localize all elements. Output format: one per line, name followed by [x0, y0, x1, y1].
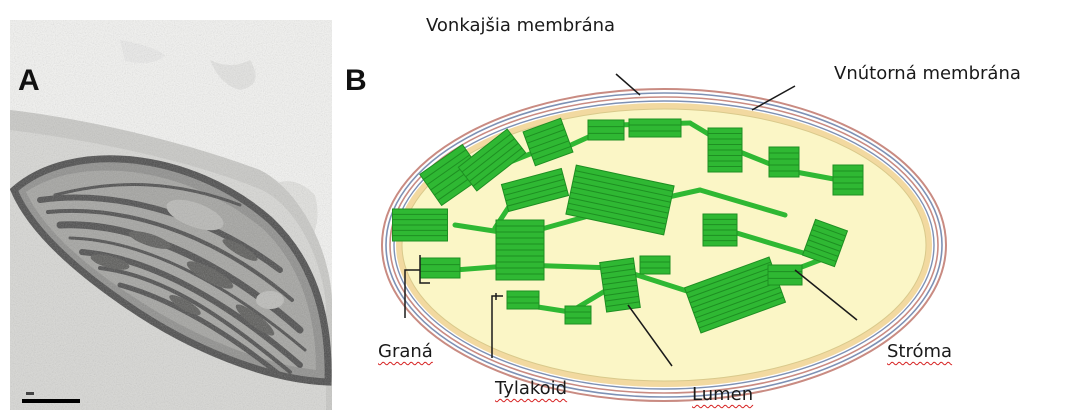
granum [629, 119, 681, 137]
granum [640, 256, 670, 274]
thylakoid-label: Tylakoid [495, 380, 567, 398]
granum-stack [588, 120, 624, 140]
granum-stack [708, 128, 742, 172]
stroma-label: Stróma [887, 343, 952, 361]
granum-stack [640, 256, 670, 274]
granum [833, 165, 863, 195]
granum [768, 265, 802, 285]
granum-stack [496, 220, 544, 280]
granum-stack [629, 119, 681, 137]
panel-label-b: B [345, 66, 367, 96]
granum [507, 291, 539, 309]
granum-stack [833, 165, 863, 195]
granum-stack [565, 306, 591, 324]
granum-stack [420, 258, 460, 278]
granum [588, 120, 624, 140]
granum-stack [393, 209, 448, 241]
granum [565, 306, 591, 324]
granum-stack [507, 291, 539, 309]
granum-stack [600, 258, 641, 312]
outer-membrane-label: Vonkajšia membrána [426, 17, 615, 35]
granum [769, 147, 799, 177]
lumen-label: Lumen [692, 386, 753, 404]
granum-stack [703, 214, 737, 246]
grana-label: Graná [378, 343, 433, 361]
inner-membrane-label: Vnútorná membrána [834, 65, 1021, 83]
granum [600, 258, 641, 312]
granum-stack [768, 265, 802, 285]
panel-label-a: A [18, 66, 40, 96]
granum-stack [769, 147, 799, 177]
granum [420, 258, 460, 278]
